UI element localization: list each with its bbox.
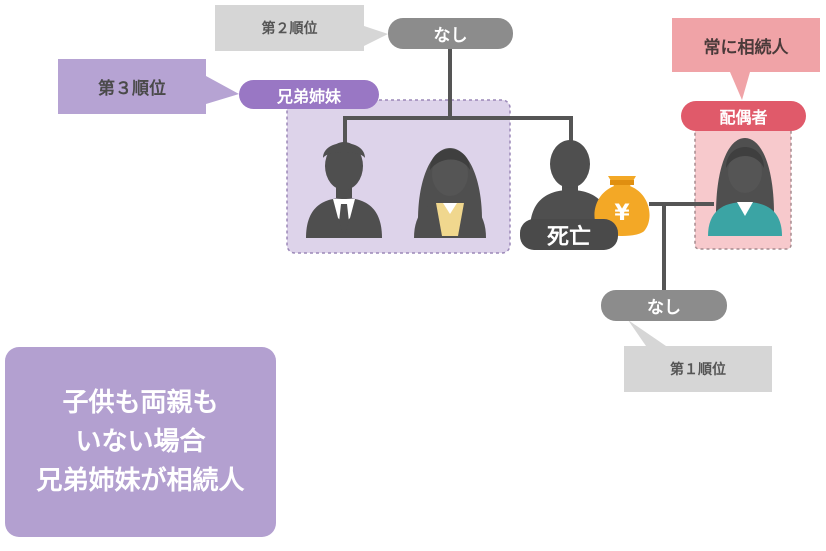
spouse-pill: 配偶者 — [681, 101, 806, 131]
summary-line-3: 兄弟姉妹が相続人 — [36, 465, 245, 496]
summary-line-2: いない場合 — [75, 426, 206, 457]
children-none-pill: なし — [601, 290, 727, 321]
first-rank-note-pointer — [628, 320, 666, 346]
summary-line-1: 子供も両親も — [62, 387, 219, 418]
parents-none-pill: なし — [388, 18, 513, 49]
sister-icon — [414, 148, 486, 238]
second-rank-note: 第２順位 — [215, 5, 364, 51]
third-rank-note-pointer — [206, 76, 239, 104]
spouse-icon — [708, 138, 782, 236]
deceased-label: 死亡 — [520, 219, 618, 250]
third-rank-note: 第３順位 — [58, 59, 206, 114]
second-rank-note-pointer — [364, 26, 388, 46]
siblings-pill: 兄弟姉妹 — [239, 80, 379, 109]
yen-symbol: ¥ — [614, 201, 630, 226]
always-heir-note-pointer — [730, 72, 750, 100]
always-heir-note: 常に相続人 — [672, 18, 820, 72]
first-rank-note: 第１順位 — [624, 346, 772, 392]
brother-icon — [306, 142, 382, 238]
family-tree-lines — [343, 48, 714, 292]
summary-box: 子供も両親も いない場合 兄弟姉妹が相続人 — [5, 347, 276, 537]
